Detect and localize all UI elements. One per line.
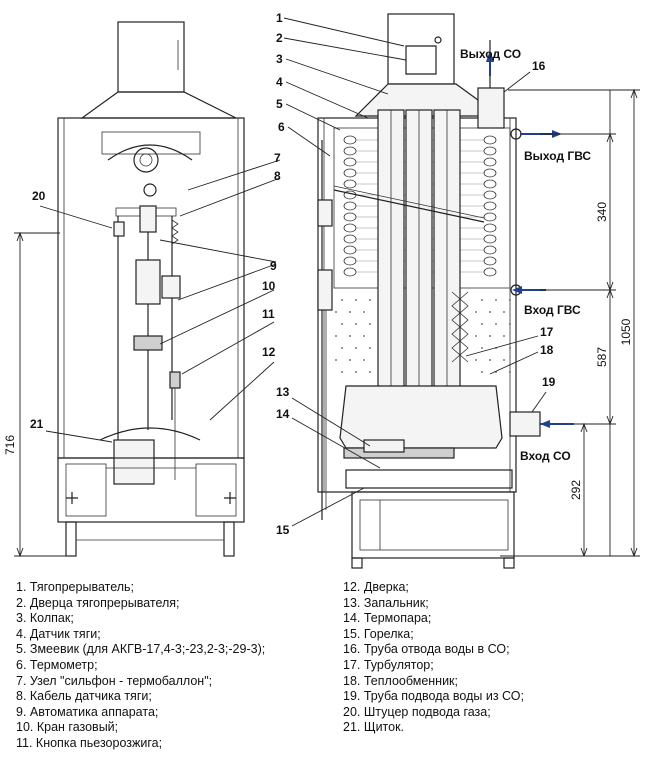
callout-6: 6 <box>278 120 285 134</box>
callout-8: 8 <box>274 169 281 183</box>
legend-right-column: 12. Дверка;13. Запальник;14. Термопара;1… <box>343 580 524 736</box>
dimension-340: 340 <box>595 202 609 222</box>
legend-item: 2. Дверца тягопрерывателя; <box>16 595 180 610</box>
legend-item: 1. Тягопрерыватель; <box>16 580 135 594</box>
callout-11: 11 <box>262 307 275 321</box>
legend-item: 3. Колпак; <box>16 611 74 626</box>
label-co-out: Выход СО <box>460 47 521 61</box>
dimension-716: 716 <box>3 435 17 455</box>
callout-10: 10 <box>262 279 276 293</box>
legend-item: 16. Труба отвода воды в СО; <box>343 642 510 657</box>
callout-20: 20 <box>32 189 46 203</box>
legend-item: 9. Автоматика аппарата; <box>16 704 159 719</box>
parts-legend: 1. Тягопрерыватель;2. Дверца тягопрерыва… <box>0 580 670 758</box>
legend-item: 19. Труба подвода воды из СО; <box>343 689 524 704</box>
front-view: 716 20 21 <box>3 21 245 558</box>
callout-4: 4 <box>276 75 283 89</box>
callout-2: 2 <box>276 31 283 45</box>
legend-left-column: 1. Тягопрерыватель;2. Дверца тягопрерыва… <box>16 580 265 752</box>
callout-19: 19 <box>542 375 556 389</box>
legend-item: 17. Турбулятор; <box>343 657 434 672</box>
legend-item: 4. Датчик тяги; <box>16 626 101 641</box>
legend-item: 11. Кнопка пьезорозжига; <box>16 735 163 750</box>
callout-17: 17 <box>540 325 554 339</box>
label-hot-water-out: Выход ГВС <box>524 149 591 163</box>
boiler-diagram: 716 20 21 <box>3 11 640 569</box>
legend-item: 6. Термометр; <box>16 657 98 672</box>
callout-12: 12 <box>262 345 276 359</box>
dimension-587: 587 <box>595 347 609 367</box>
legend-item: 20. Штуцер подвода газа; <box>343 704 491 719</box>
legend-item: 10. Кран газовый; <box>16 720 119 735</box>
callout-14: 14 <box>276 407 290 421</box>
legend-item: 13. Запальник; <box>343 595 429 610</box>
legend-item: 15. Горелка; <box>343 626 414 641</box>
legend-item: 21. Щиток. <box>343 720 405 735</box>
legend-item: 5. Змеевик (для АКГВ-17,4-3;-23,2-3;-29-… <box>16 642 266 657</box>
callout-18: 18 <box>540 343 554 357</box>
legend-item: 8. Кабель датчика тяги; <box>16 689 152 704</box>
legend-item: 12. Дверка; <box>343 580 409 594</box>
callout-5: 5 <box>276 97 283 111</box>
label-co-in: Вход СО <box>520 449 571 463</box>
legend-item: 7. Узел "сильфон - термобаллон"; <box>16 673 213 688</box>
callout-9: 9 <box>270 259 277 273</box>
legend-item: 14. Термопара; <box>343 611 432 626</box>
dimension-1050: 1050 <box>619 318 633 345</box>
callout-15: 15 <box>276 523 290 537</box>
dimension-292: 292 <box>569 480 583 500</box>
callout-1: 1 <box>276 11 283 25</box>
callout-3: 3 <box>276 52 283 66</box>
label-hot-water-in: Вход ГВС <box>524 303 581 317</box>
section-view: Выход СО Выход ГВС Вход ГВС Вход СО 1050… <box>159 11 640 569</box>
thermometer-dial <box>133 147 159 173</box>
callout-16: 16 <box>532 59 546 73</box>
callout-21: 21 <box>30 417 44 431</box>
callout-13: 13 <box>276 385 290 399</box>
callout-7: 7 <box>274 151 281 165</box>
legend-item: 18. Теплообменник; <box>343 673 459 688</box>
